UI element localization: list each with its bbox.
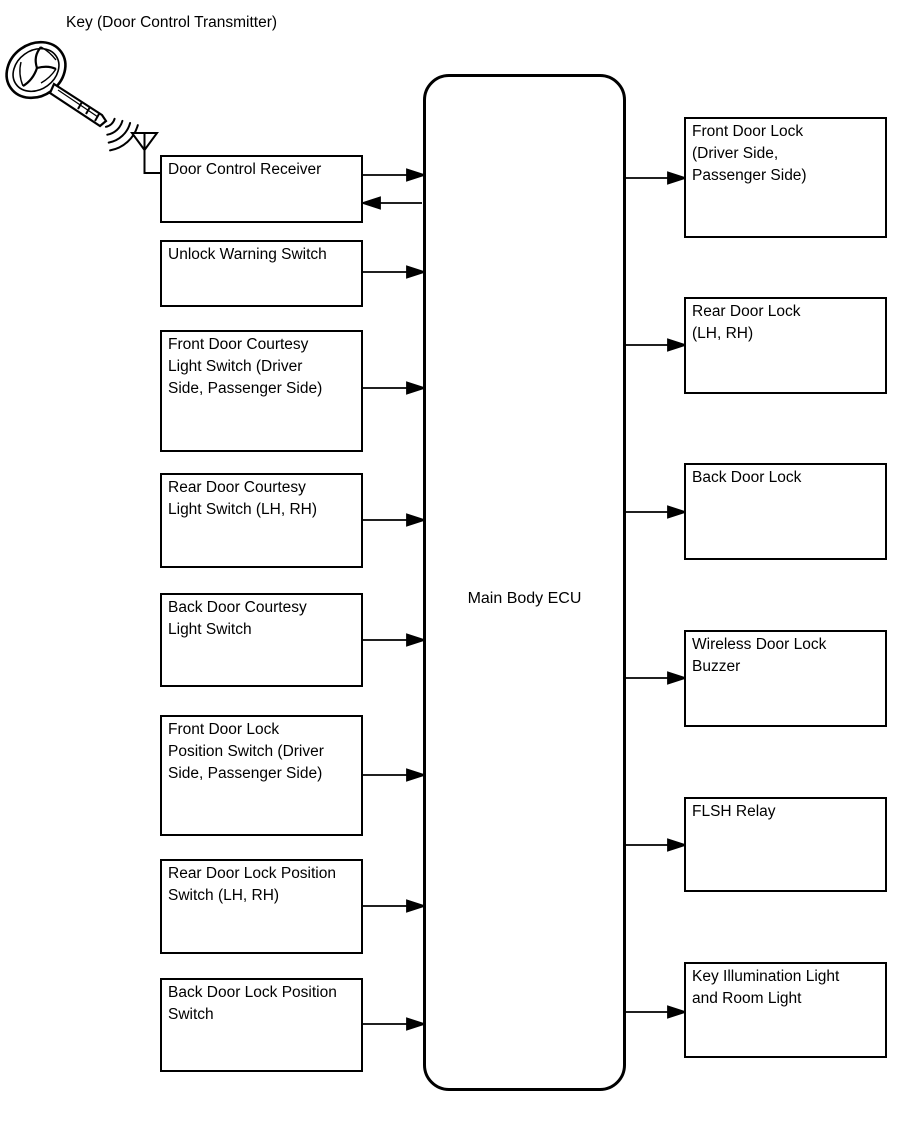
key-icon xyxy=(5,40,108,128)
input-label: Back Door Lock Position Switch xyxy=(168,984,337,1023)
input-box-back-door-courtesy-light-switch: Back Door Courtesy Light Switch xyxy=(160,593,363,687)
arrow-input-back-door-lock-position-switch xyxy=(363,1017,427,1031)
main-body-ecu-box xyxy=(423,74,626,1091)
arrow-input-front-door-courtesy-light-switch xyxy=(363,381,427,395)
arrow-return-door-control-receiver xyxy=(360,196,422,210)
arrow-output-key-illumination-light xyxy=(625,1005,688,1019)
main-body-ecu-label: Main Body ECU xyxy=(467,590,582,607)
output-label: FLSH Relay xyxy=(692,803,776,820)
output-box-front-door-lock: Front Door Lock (Driver Side, Passenger … xyxy=(684,117,887,238)
arrow-input-back-door-courtesy-light-switch xyxy=(363,633,427,647)
input-box-unlock-warning-switch: Unlock Warning Switch xyxy=(160,240,363,307)
antenna-icon xyxy=(130,132,159,152)
input-label: Unlock Warning Switch xyxy=(168,246,327,263)
input-box-rear-door-lock-position-switch: Rear Door Lock Position Switch (LH, RH) xyxy=(160,859,363,954)
output-label: Key Illumination Light and Room Light xyxy=(692,968,840,1007)
radio-waves-icon xyxy=(104,117,139,152)
input-label: Door Control Receiver xyxy=(168,161,322,178)
output-box-back-door-lock: Back Door Lock xyxy=(684,463,887,560)
arrow-output-wireless-door-lock-buzzer xyxy=(625,671,688,685)
input-box-back-door-lock-position-switch: Back Door Lock Position Switch xyxy=(160,978,363,1072)
arrow-output-flsh-relay xyxy=(625,838,688,852)
diagram-title: Key (Door Control Transmitter) xyxy=(66,14,278,31)
output-box-flsh-relay: FLSH Relay xyxy=(684,797,887,892)
input-label: Rear Door Lock Position Switch (LH, RH) xyxy=(168,865,336,904)
input-box-front-door-courtesy-light-switch: Front Door Courtesy Light Switch (Driver… xyxy=(160,330,363,452)
arrow-input-rear-door-lock-position-switch xyxy=(363,899,427,913)
input-label: Front Door Courtesy Light Switch (Driver… xyxy=(168,336,323,397)
arrow-output-back-door-lock xyxy=(625,505,688,519)
output-box-wireless-door-lock-buzzer: Wireless Door Lock Buzzer xyxy=(684,630,887,727)
input-box-door-control-receiver: Door Control Receiver xyxy=(160,155,363,223)
arrow-input-front-door-lock-position-switch xyxy=(363,768,427,782)
input-label: Back Door Courtesy Light Switch xyxy=(168,599,307,638)
input-label: Rear Door Courtesy Light Switch (LH, RH) xyxy=(168,479,318,518)
antenna-lead-line xyxy=(143,150,161,174)
output-label: Wireless Door Lock Buzzer xyxy=(692,636,827,675)
output-label: Back Door Lock xyxy=(692,469,802,486)
output-label: Front Door Lock (Driver Side, Passenger … xyxy=(692,123,807,184)
input-label: Front Door Lock Position Switch (Driver … xyxy=(168,721,324,782)
arrow-input-unlock-warning-switch xyxy=(363,265,427,279)
arrow-input-door-control-receiver xyxy=(363,168,427,182)
output-box-key-illumination-light: Key Illumination Light and Room Light xyxy=(684,962,887,1058)
output-label: Rear Door Lock (LH, RH) xyxy=(692,303,801,342)
output-box-rear-door-lock: Rear Door Lock (LH, RH) xyxy=(684,297,887,394)
arrow-output-rear-door-lock xyxy=(625,338,688,352)
input-box-front-door-lock-position-switch: Front Door Lock Position Switch (Driver … xyxy=(160,715,363,836)
arrow-input-rear-door-courtesy-light-switch xyxy=(363,513,427,527)
input-box-rear-door-courtesy-light-switch: Rear Door Courtesy Light Switch (LH, RH) xyxy=(160,473,363,568)
arrow-output-front-door-lock xyxy=(625,171,688,185)
